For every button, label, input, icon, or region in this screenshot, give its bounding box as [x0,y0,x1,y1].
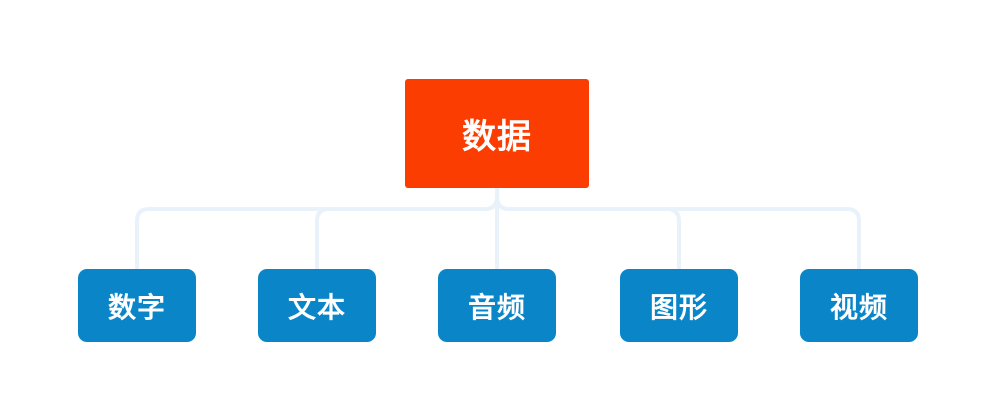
connector-root-to-child-3 [495,188,681,271]
child-node-audio[interactable]: 音频 [438,269,556,342]
child-node-number-label: 数字 [107,291,166,323]
child-node-number[interactable]: 数字 [78,269,196,342]
child-node-video[interactable]: 视频 [800,269,918,342]
child-node-text-label: 文本 [287,291,346,323]
connector-root-to-child-0 [135,188,499,271]
connector-root-to-child-1 [315,188,499,271]
child-node-video-label: 视频 [829,291,888,323]
root-node-label: 数据 [462,118,532,156]
child-node-audio-label: 音频 [467,291,526,323]
connector-root-to-child-4 [495,188,861,271]
child-node-text[interactable]: 文本 [258,269,376,342]
child-node-graphics[interactable]: 图形 [620,269,738,342]
root-node-data[interactable]: 数据 [405,79,589,188]
child-node-graphics-label: 图形 [649,291,708,323]
